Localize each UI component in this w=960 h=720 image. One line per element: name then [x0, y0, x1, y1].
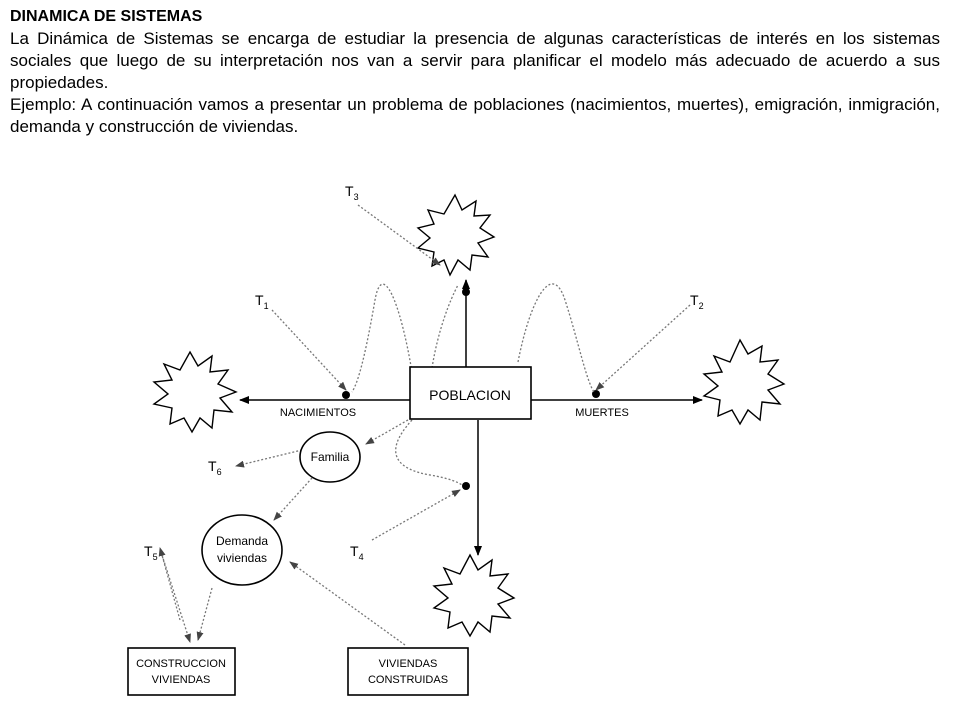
construidas-label-line1: VIVIENDAS	[379, 658, 438, 670]
link-construidas-demanda	[289, 561, 406, 646]
link-demanda-construccion	[196, 587, 213, 641]
t6-label: T6	[208, 458, 222, 477]
valve-muertes-icon	[592, 390, 600, 398]
paragraph-intro: La Dinámica de Sistemas se encarga de es…	[10, 29, 940, 92]
link-t2	[595, 304, 691, 391]
demanda-label-line2: viviendas	[217, 551, 267, 565]
cloud-left-icon	[152, 350, 238, 434]
demanda-ellipse	[201, 514, 283, 586]
muertes-label: MUERTES	[575, 407, 629, 419]
link-familia-demanda	[273, 477, 313, 521]
link-familia-t6	[235, 449, 303, 468]
valve-top-icon	[462, 288, 470, 296]
construccion-label-line1: CONSTRUCCION	[136, 658, 226, 670]
feedback-loop-top	[431, 284, 459, 369]
t2-label: T2	[690, 292, 704, 311]
paragraph-example: Ejemplo: A continuación vamos a presenta…	[10, 95, 940, 136]
construccion-box	[127, 647, 236, 696]
document-body: La Dinámica de Sistemas se encarga de es…	[10, 28, 940, 138]
link-construccion-t5	[158, 547, 181, 621]
t4-label: T4	[350, 543, 364, 562]
t5-label: T5	[144, 543, 158, 562]
t1-label: T1	[255, 292, 269, 311]
feedback-loop-nacimientos	[351, 283, 413, 393]
link-t1	[271, 309, 347, 391]
link-t4	[371, 489, 461, 541]
poblacion-box	[409, 366, 532, 420]
construidas-box	[347, 647, 469, 696]
cloud-top-icon	[416, 193, 496, 277]
nacimientos-label: NACIMIENTOS	[280, 407, 356, 419]
feedback-loop-bottom	[395, 419, 463, 486]
familia-ellipse	[299, 431, 361, 483]
demanda-label-line1: Demanda	[216, 534, 268, 548]
link-poblacion-familia	[365, 419, 409, 445]
poblacion-label: POBLACION	[429, 387, 511, 403]
construccion-label-line2: VIVIENDAS	[152, 674, 211, 686]
link-t5-construccion	[161, 554, 191, 643]
valve-bottom-icon	[462, 482, 470, 490]
t3-label: T3	[345, 183, 359, 202]
link-t3	[357, 204, 441, 266]
construidas-label-line2: CONSTRUIDAS	[368, 674, 448, 686]
cloud-bottom-icon	[432, 553, 516, 638]
document-title: DINAMICA DE SISTEMAS	[10, 8, 203, 25]
feedback-loop-muertes	[517, 283, 595, 393]
text-block: DINAMICA DE SISTEMAS La Dinámica de Sist…	[10, 6, 940, 138]
familia-label: Familia	[311, 450, 350, 464]
valve-nacimientos-icon	[342, 391, 350, 399]
cloud-right-icon	[702, 338, 786, 426]
